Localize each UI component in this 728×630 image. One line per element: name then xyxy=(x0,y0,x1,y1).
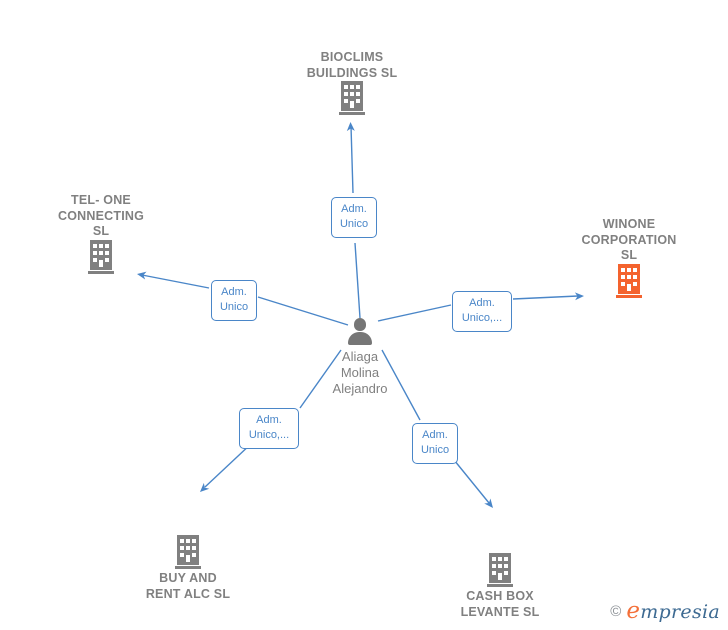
empresia-watermark: © empresia xyxy=(610,598,720,624)
node-tel-one-connecting-sl[interactable]: TEL- ONE CONNECTING SL xyxy=(21,193,181,276)
building-icon xyxy=(88,239,114,274)
edge-cash-box xyxy=(381,349,490,504)
edge-bioclims xyxy=(350,125,361,319)
node-bioclims-buildings-sl[interactable]: BIOCLIMS BUILDINGS SL xyxy=(272,50,432,117)
node-winone-corporation-sl[interactable]: WINONE CORPORATION SL xyxy=(549,217,709,300)
empresia-initial: e xyxy=(626,598,641,624)
edge-winone-label[interactable]: Adm. Unico,... xyxy=(452,291,512,332)
building-icon xyxy=(487,553,513,587)
node-label-buy-and-rent-alc-sl: BUY AND RENT ALC SL xyxy=(145,571,231,601)
building-icon xyxy=(175,535,201,569)
edge-tel-one-arrowhead xyxy=(137,271,147,280)
edge-bioclims-arrowhead xyxy=(346,122,355,132)
node-buy-and-rent-alc-sl[interactable]: BUY AND RENT ALC SL xyxy=(108,535,268,602)
edge-cash-box-arrowhead xyxy=(484,498,493,508)
node-label-tel-one-connecting-sl: TEL- ONE CONNECTING SL xyxy=(57,193,145,238)
person-icon xyxy=(346,317,374,347)
building-icon xyxy=(616,263,642,298)
node-cash-box-levante-sl[interactable]: CASH BOX LEVANTE SL xyxy=(420,553,580,620)
edge-tel-one-label[interactable]: Adm. Unico xyxy=(211,280,257,321)
edge-tel-one xyxy=(141,274,349,326)
edge-buy-and-rent xyxy=(204,349,342,488)
copyright-icon: © xyxy=(610,602,622,620)
node-label-cash-box-levante-sl: CASH BOX LEVANTE SL xyxy=(460,589,540,619)
node-person-center[interactable]: Aliaga Molina Alejandro xyxy=(280,317,440,397)
empresia-rest: mpresia xyxy=(640,601,720,623)
edge-buy-and-rent-label[interactable]: Adm. Unico,... xyxy=(239,408,299,449)
edge-bioclims-label[interactable]: Adm. Unico xyxy=(331,197,377,238)
edge-winone-arrowhead xyxy=(574,292,584,301)
node-label-person-center: Aliaga Molina Alejandro xyxy=(332,349,388,396)
edge-cash-box-label[interactable]: Adm. Unico xyxy=(412,423,458,464)
node-label-bioclims-buildings-sl: BIOCLIMS BUILDINGS SL xyxy=(306,50,398,80)
edge-buy-and-rent-arrowhead xyxy=(200,482,210,492)
empresia-wordmark: empresia xyxy=(626,598,720,624)
node-label-winone-corporation-sl: WINONE CORPORATION SL xyxy=(581,217,677,262)
edge-winone xyxy=(377,295,579,322)
building-icon xyxy=(339,81,365,115)
